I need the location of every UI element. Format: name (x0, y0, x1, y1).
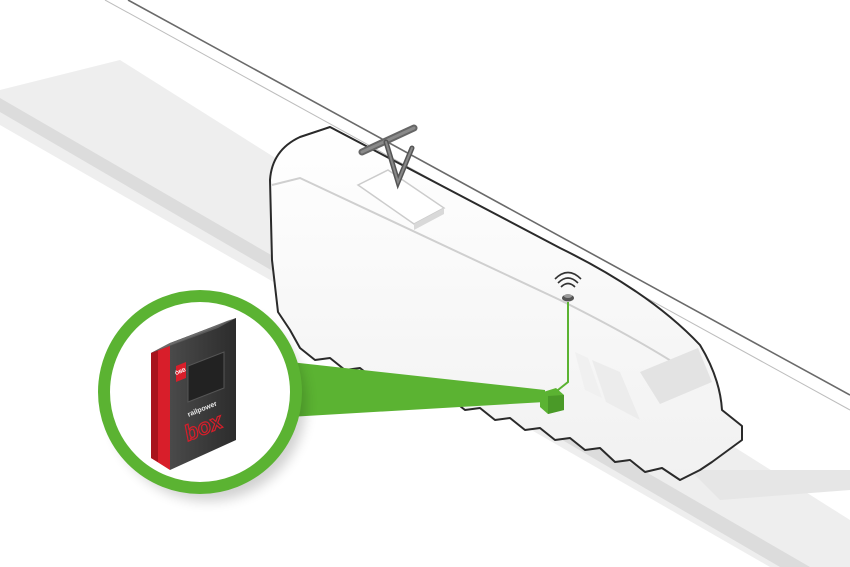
train (269, 126, 743, 481)
railpower-box-device: ÖBB railpower box (151, 318, 236, 470)
pantograph (358, 124, 418, 190)
brand-top-label: ÖBB (174, 366, 187, 377)
brand-badge (176, 362, 186, 382)
callout-beam (272, 360, 545, 418)
device-display (187, 351, 225, 403)
wireless-signal-icon (554, 271, 582, 302)
side-window (592, 360, 640, 420)
front-windshield (640, 348, 712, 404)
